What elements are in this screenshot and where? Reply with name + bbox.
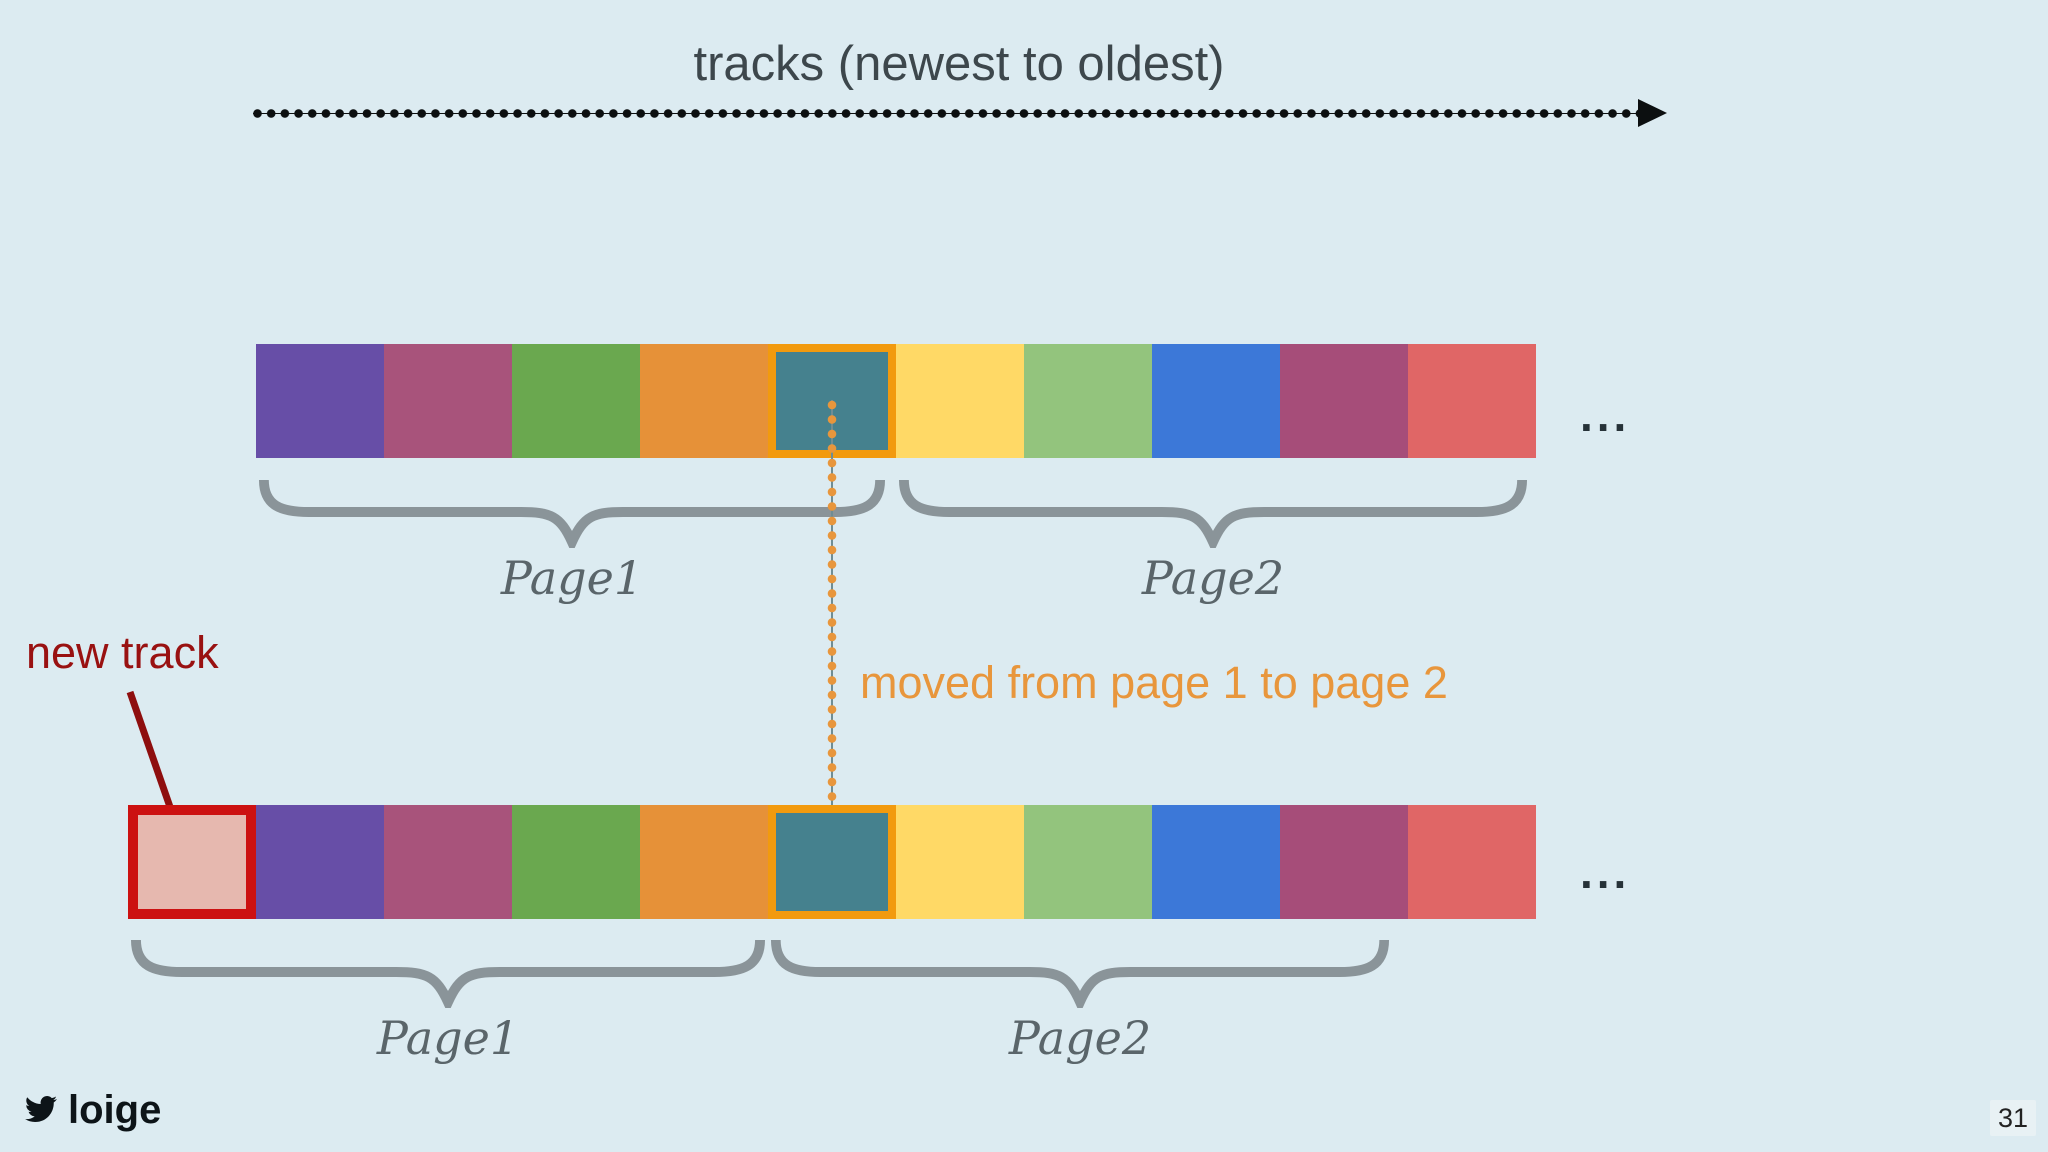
track-plum <box>1280 344 1408 458</box>
track-yellow <box>896 805 1024 919</box>
track-orange <box>640 344 768 458</box>
author-handle: loige <box>68 1088 162 1132</box>
track-orange <box>640 805 768 919</box>
page-number-value: 31 <box>1997 1102 2029 1133</box>
page-number: 31 <box>1990 1100 2036 1136</box>
track-purple <box>256 805 384 919</box>
track-purple <box>256 344 384 458</box>
track-magenta <box>384 805 512 919</box>
page1-brace-after <box>130 936 766 1008</box>
ellipsis-before: ... <box>1580 389 1631 441</box>
page2-label-after: Page2 <box>1008 1011 1152 1065</box>
page1-brace-before <box>258 476 886 548</box>
track-teal-moved <box>768 805 896 919</box>
timeline-arrowhead-icon <box>1638 99 1667 127</box>
track-bar-before <box>256 344 1536 458</box>
page2-brace-after <box>770 936 1390 1008</box>
ellipsis-after: ... <box>1580 846 1631 898</box>
new-track-annotation: new track <box>26 627 219 678</box>
track-bar-after <box>128 805 1536 919</box>
moved-track-dotted-arrow <box>827 400 837 840</box>
page1-label-after: Page1 <box>376 1011 520 1065</box>
page1-label-before: Page1 <box>500 551 644 605</box>
twitter-icon <box>25 1095 57 1123</box>
page2-brace-before <box>898 476 1528 548</box>
track-light-green <box>1024 805 1152 919</box>
track-blue <box>1152 344 1280 458</box>
track-green <box>512 805 640 919</box>
page2-label-before: Page2 <box>1141 551 1285 605</box>
track-magenta <box>384 344 512 458</box>
track-red <box>1408 344 1536 458</box>
track-green <box>512 344 640 458</box>
track-plum <box>1280 805 1408 919</box>
track-red <box>1408 805 1536 919</box>
track-light-green <box>1024 344 1152 458</box>
track-blue <box>1152 805 1280 919</box>
timeline-title: tracks (newest to oldest) <box>693 37 1225 91</box>
moved-annotation: moved from page 1 to page 2 <box>860 657 1448 708</box>
track-new <box>128 805 256 919</box>
track-yellow <box>896 344 1024 458</box>
timeline-dotted-arrow <box>253 109 1641 118</box>
